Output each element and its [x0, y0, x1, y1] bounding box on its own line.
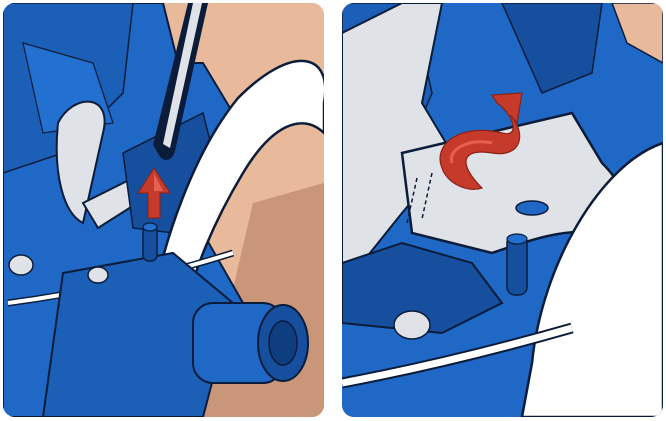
grey-knob: [394, 311, 430, 339]
peg-top: [143, 223, 157, 231]
step-1-illustration: [3, 3, 324, 417]
peg-top: [507, 234, 527, 244]
grey-knob: [88, 267, 108, 283]
grey-knob: [9, 255, 33, 275]
instruction-panel-step-2: [342, 3, 663, 417]
instruction-panel-step-1: [3, 3, 324, 417]
lever-hole: [516, 201, 548, 215]
roller-hub: [269, 321, 297, 365]
step-2-illustration: [342, 3, 663, 417]
